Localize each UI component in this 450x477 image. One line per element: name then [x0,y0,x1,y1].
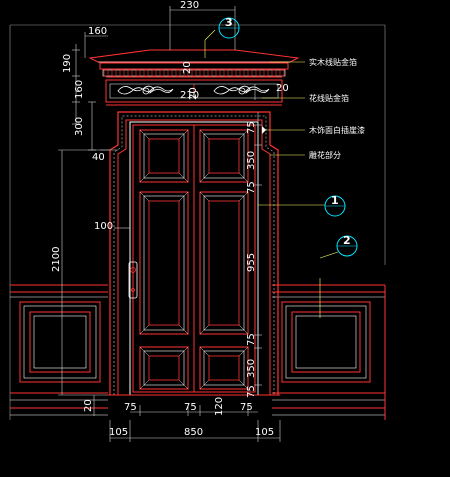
dim-left-6: 2100 [51,247,62,272]
leader-arrow-icon [262,126,266,134]
annotation-3: 雕花部分 [309,150,341,160]
dim-left-4: 40 [92,152,105,163]
callout-2-label: 2 [343,234,351,247]
dim-left-5: 100 [94,221,113,232]
dim-upper-1: 210 [180,90,199,101]
cornice [88,49,300,78]
dim-door-v6: 75 [246,385,257,398]
dim-left-7: 20 [83,399,94,412]
dim-bottom-small-3: 75 [240,402,253,413]
dim-left-1: 190 [62,54,73,73]
dim-door-v0: 75 [246,121,257,134]
callout-1-label: 1 [331,194,339,207]
dim-upper-3: 20 [276,83,289,94]
frieze-carving [105,79,283,106]
dim-top: 230 [180,0,199,11]
dim-door-v5: 350 [246,359,257,378]
callout-2: 2 [336,234,358,257]
callout-1: 1 [324,194,346,217]
wainscot-left [10,284,108,416]
dim-bottom-small-1: 75 [184,402,197,413]
dimension-lines [58,6,281,442]
callout-3-label: 3 [225,16,233,29]
dim-door-v1: 350 [246,151,257,170]
dim-left-0: 160 [88,26,107,37]
annotation-leaders [204,29,339,318]
annotation-2: 木饰面白插崖漆 [309,125,365,135]
wainscot-right [272,284,386,420]
dim-upper-2: 20 [188,87,199,100]
dim-door-v4: 75 [246,333,257,346]
dim-bottom-2: 105 [255,427,274,438]
dim-door-v2: 75 [246,181,257,194]
dim-bottom-small-2: 120 [214,397,225,416]
wainscot-left-panel-outer [19,301,101,383]
door-casing [108,111,280,396]
dim-bottom-1: 850 [184,427,203,438]
door-handle-icon [128,261,138,299]
dim-left-3: 300 [74,117,85,136]
dim-left-2: 160 [74,80,85,99]
wainscot-right-panel-outer [281,301,371,383]
annotation-0: 实木线贴金箔 [309,57,357,67]
callout-3: 3 [218,16,240,39]
dim-door-v3: 955 [246,253,257,272]
annotation-1: 花线贴金箔 [309,93,349,103]
dim-upper-0: 20 [182,61,193,74]
door-panels-right [199,129,249,390]
dim-bottom-0: 105 [109,427,128,438]
door-panels-left [139,129,189,390]
dim-bottom-small-0: 75 [124,402,137,413]
